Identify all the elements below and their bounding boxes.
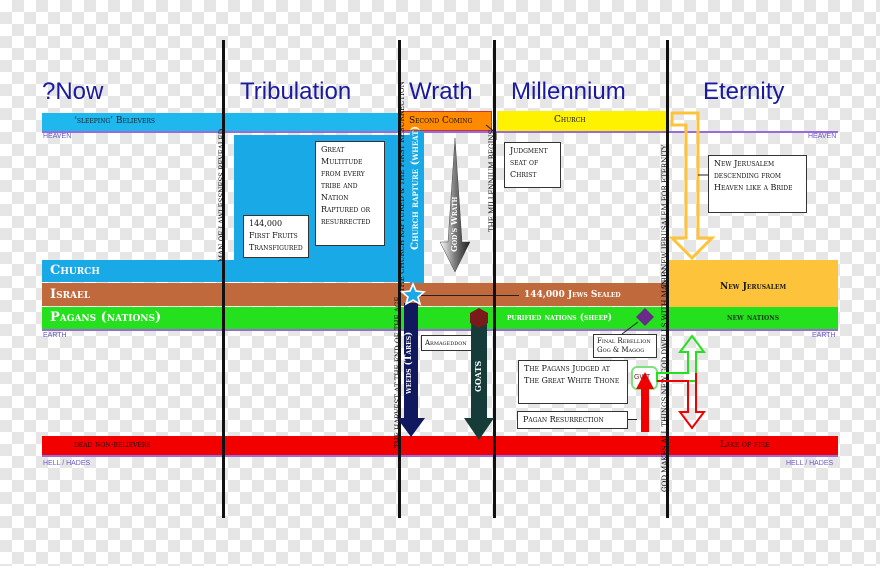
pagan-resurrection-pointer <box>628 419 637 420</box>
dead-non-believers-band: dead non-believers <box>42 436 668 455</box>
judgment-seat-box: Judgment seat of Christ <box>504 142 561 188</box>
sleeping-believers-label: ‘sleeping’ Believers <box>74 116 155 126</box>
divider-wrath <box>398 40 401 518</box>
new-jerusalem-description-box: New Jerusalem descending from Heaven lik… <box>708 155 807 213</box>
pagan-resurrection-box: Pagan Resurrection <box>517 411 628 429</box>
jews-sealed-label: 144,000 Jews Sealed <box>524 290 621 300</box>
lake-of-fire-band: Lake of fire <box>668 436 838 455</box>
earth-label-right: EARTH <box>812 332 836 339</box>
second-coming-connector <box>485 124 497 140</box>
divider-tribulation <box>222 40 225 518</box>
header-eternity: Eternity <box>703 78 785 105</box>
earth-label-left: EARTH <box>43 332 67 339</box>
dead-non-believers-label: dead non-believers <box>74 440 151 450</box>
gwt-label: GWT <box>634 374 651 381</box>
gods-wrath-arrow <box>439 137 471 273</box>
divider-eternity <box>666 40 669 518</box>
jews-sealed-pointer <box>421 295 519 296</box>
tribulation-heaven-band <box>225 113 400 131</box>
divider-millennium <box>493 40 496 518</box>
final-rebellion-diamond <box>636 308 654 326</box>
pagans-judged-box: The Pagans Judged at The Great White Tho… <box>518 360 628 404</box>
second-coming-band: Second Coming <box>400 111 492 131</box>
church-label: Church <box>50 263 100 278</box>
pagans-label: Pagans (nations) <box>50 310 162 325</box>
new-jerusalem-label: New Jerusalem <box>720 282 787 292</box>
hell-line <box>42 455 838 457</box>
heaven-label-right: HEAVEN <box>808 133 837 140</box>
pagans-band: Pagans (nations) purified nations (sheep… <box>42 307 838 329</box>
header-millennium: Millennium <box>511 78 626 105</box>
armageddon-box: Armageddon <box>421 335 474 351</box>
new-jerusalem-arrow <box>668 111 716 261</box>
first-fruits-box: 144,000 First Fruits Transfigured <box>243 215 309 258</box>
final-rebellion-pointer <box>621 321 639 335</box>
goats-label: GOATS <box>473 360 483 392</box>
weeds-arrow <box>397 303 425 437</box>
gods-wrath-label: God's Wrath <box>449 196 459 252</box>
church-rapture-column <box>410 131 424 296</box>
header-tribulation: Tribulation <box>240 78 352 105</box>
new-nations-label: new nations <box>727 313 780 323</box>
sleeping-believers-band: ‘sleeping’ Believers <box>42 113 225 131</box>
second-coming-label: Second Coming <box>409 116 473 126</box>
church-top-band: Church <box>497 111 668 131</box>
heaven-line <box>42 131 838 133</box>
rapture-star <box>400 281 426 306</box>
heaven-label-left: HEAVEN <box>43 133 72 140</box>
hell-label-right: HELL / HADES <box>786 460 834 467</box>
great-multitude-box: Great Multitude from every tribe and Nat… <box>315 141 385 246</box>
weeds-label: weeds (Tares) <box>404 331 414 394</box>
new-jerusalem-band: New Jerusalem <box>668 260 838 307</box>
church-top-label: Church <box>554 115 586 125</box>
armageddon-hexagon <box>470 308 488 328</box>
israel-label: Israel <box>50 287 91 302</box>
hell-label-left: HELL / HADES <box>43 460 91 467</box>
goats-to-fire-arrow <box>657 373 706 430</box>
church-band: Church <box>42 260 424 282</box>
purified-nations-label: purified nations (sheep) <box>507 313 612 323</box>
israel-band: Israel 144,000 Jews Sealed <box>42 283 668 306</box>
final-rebellion-box: Final Rebellion Gog & Magog <box>593 334 657 358</box>
header-now: ?Now <box>42 78 104 105</box>
goats-arrow <box>464 322 494 440</box>
earth-line <box>42 329 838 331</box>
resurrection-arrow <box>636 372 654 432</box>
lake-of-fire-label: Lake of fire <box>720 440 770 450</box>
header-wrath: Wrath <box>409 78 473 105</box>
